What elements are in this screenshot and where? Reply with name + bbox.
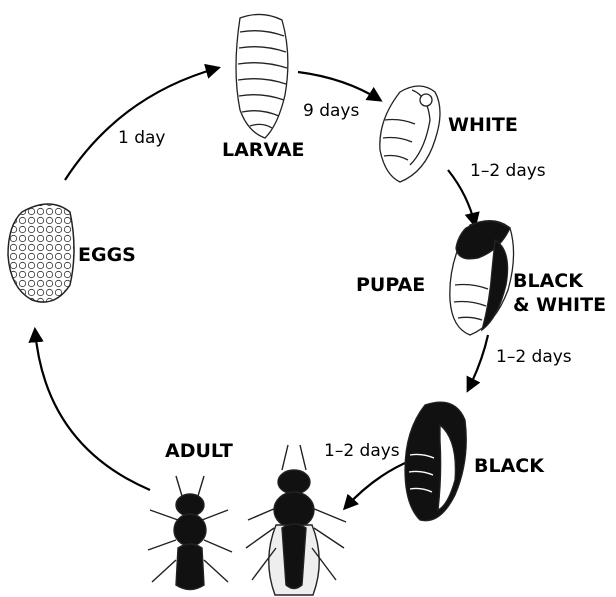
white-pupa-illustration (380, 86, 440, 182)
arrow-adult-to-eggs (35, 330, 150, 490)
label-black-white-line2: & WHITE (513, 296, 606, 316)
label-black-white-line1: BLACK (513, 272, 583, 292)
adult-wasp-right-illustration (246, 445, 346, 595)
arrow-black-to-adult (345, 460, 412, 508)
label-black: BLACK (474, 457, 544, 477)
larva-illustration (236, 14, 288, 138)
label-larvae: LARVAE (222, 141, 305, 161)
black-white-pupa-illustration (450, 221, 514, 335)
duration-black-white-to-black: 1–2 days (496, 349, 572, 367)
duration-white-to-black-white: 1–2 days (470, 163, 546, 181)
black-pupa-illustration (405, 402, 466, 521)
label-adult: ADULT (165, 442, 233, 462)
label-white: WHITE (448, 116, 518, 136)
label-eggs: EGGS (78, 246, 136, 266)
arrow-eggs-to-larvae (65, 68, 218, 180)
arrow-black-white-to-black (468, 335, 488, 390)
arrow-larvae-to-white (298, 72, 380, 100)
adult-wasp-left-illustration (148, 476, 232, 590)
duration-black-to-adult: 1–2 days (324, 443, 400, 461)
eggs-illustration (8, 204, 74, 302)
duration-eggs-to-larvae: 1 day (118, 130, 166, 148)
duration-larvae-to-white: 9 days (303, 103, 359, 121)
label-pupae: PUPAE (356, 276, 425, 296)
